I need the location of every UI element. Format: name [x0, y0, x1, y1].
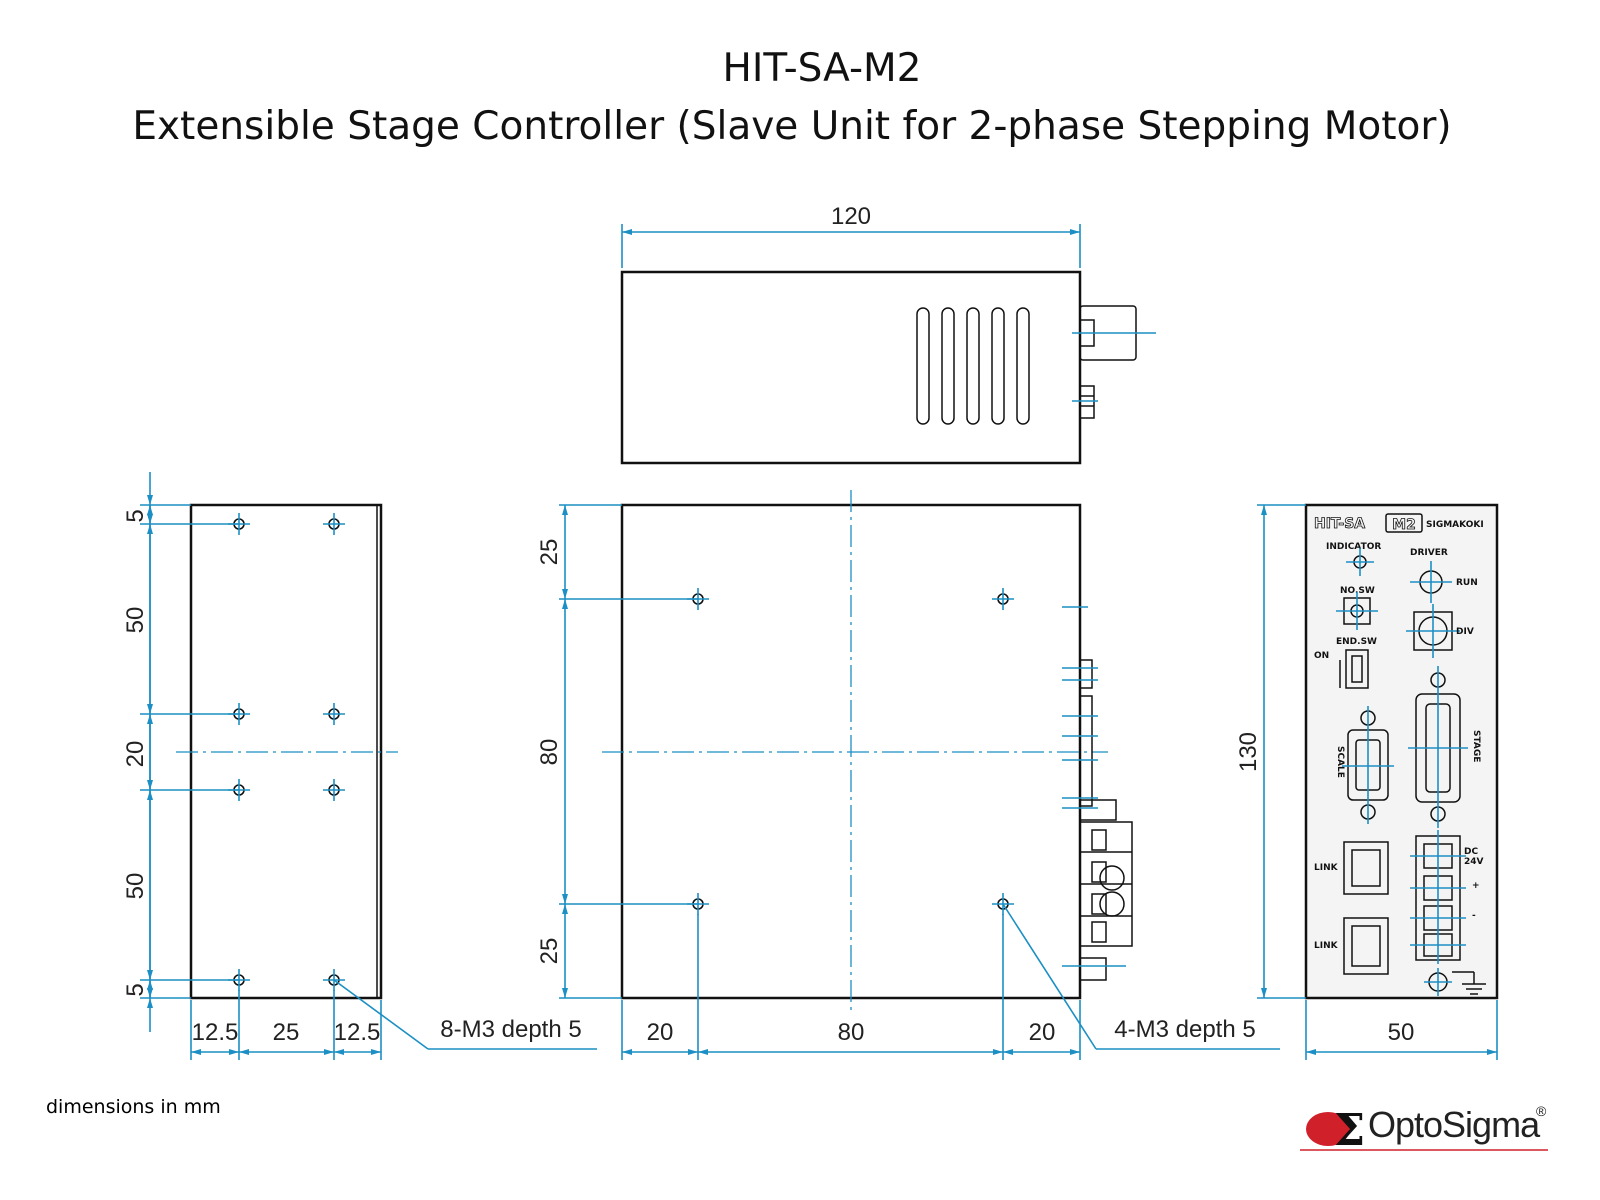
side-view: 25 80 25 20 80 20 4-M3 depth 5	[536, 490, 1280, 1060]
title-line-2: Extensible Stage Controller (Slave Unit …	[132, 104, 1451, 149]
vent-slots	[916, 307, 1030, 425]
units-note: dimensions in mm	[46, 1096, 221, 1118]
panel-scale-label: SCALE	[1335, 746, 1345, 778]
dim-left-v-5: 5	[122, 983, 149, 996]
panel-driver-label: DRIVER	[1410, 548, 1448, 558]
title-line-1: HIT-SA-M2	[723, 46, 922, 91]
panel-dc-label: DC	[1464, 847, 1478, 857]
panel-model: HIT-SA	[1314, 516, 1365, 532]
top-view: 120	[620, 203, 1156, 465]
dim-left-h-1: 12.5	[192, 1019, 239, 1046]
panel-endsw-label: END.SW	[1336, 637, 1377, 647]
left-view: 5 50 20 50 5 12.5 25 12.5 8-M3 depth 5	[122, 472, 597, 1060]
dim-right-width: 50	[1388, 1019, 1415, 1046]
panel-link-label-1: LINK	[1314, 863, 1339, 873]
dim-mid-h-3: 20	[1029, 1019, 1056, 1046]
dim-left-h-3: 12.5	[334, 1019, 381, 1046]
panel-indicator-label: INDICATOR	[1326, 542, 1381, 552]
dim-left-v-4: 50	[122, 873, 149, 900]
side-view-connectors	[1062, 606, 1133, 981]
dim-mid-v-2: 80	[536, 739, 563, 766]
panel-stage-label: STAGE	[1471, 730, 1481, 762]
panel-nosw-label: NO.SW	[1340, 586, 1375, 596]
dim-mid-h-2: 80	[838, 1019, 865, 1046]
panel-div-label: DIV	[1456, 627, 1474, 637]
dim-mid-v-3: 25	[536, 938, 563, 965]
top-view-connector	[1072, 305, 1156, 419]
dim-left-v-3: 20	[122, 741, 149, 768]
dim-left-v-1: 5	[122, 509, 149, 522]
dim-left-v-2: 50	[122, 607, 149, 634]
ground-icon	[1452, 971, 1486, 995]
panel-24v-label: 24V	[1464, 857, 1484, 867]
front-panel-view: HIT-SA M2 SIGMAKOKI INDICATOR DRIVER RUN…	[1235, 503, 1499, 1060]
panel-brand: SIGMAKOKI	[1426, 520, 1484, 530]
logo-registered-mark: ®	[1536, 1103, 1547, 1119]
dim-right-height: 130	[1235, 732, 1262, 772]
optosigma-logo: Σ OptoSigma ®	[1300, 1103, 1548, 1156]
panel-model-box: M2	[1392, 517, 1416, 533]
logo-sigma-icon: Σ	[1334, 1105, 1365, 1156]
panel-run-label: RUN	[1456, 578, 1478, 588]
panel-plus-label: +	[1472, 881, 1480, 891]
panel-link-label-2: LINK	[1314, 941, 1339, 951]
dim-left-h-2: 25	[273, 1019, 300, 1046]
dim-top-width: 120	[831, 203, 871, 230]
dim-mid-v-1: 25	[536, 539, 563, 566]
callout-left: 8-M3 depth 5	[440, 1016, 581, 1043]
callout-mid: 4-M3 depth 5	[1114, 1016, 1255, 1043]
dim-mid-h-1: 20	[647, 1019, 674, 1046]
left-view-holes	[228, 513, 345, 991]
panel-minus-label: -	[1472, 911, 1476, 921]
logo-text: OptoSigma	[1368, 1104, 1541, 1145]
panel-on-label: ON	[1314, 651, 1329, 661]
